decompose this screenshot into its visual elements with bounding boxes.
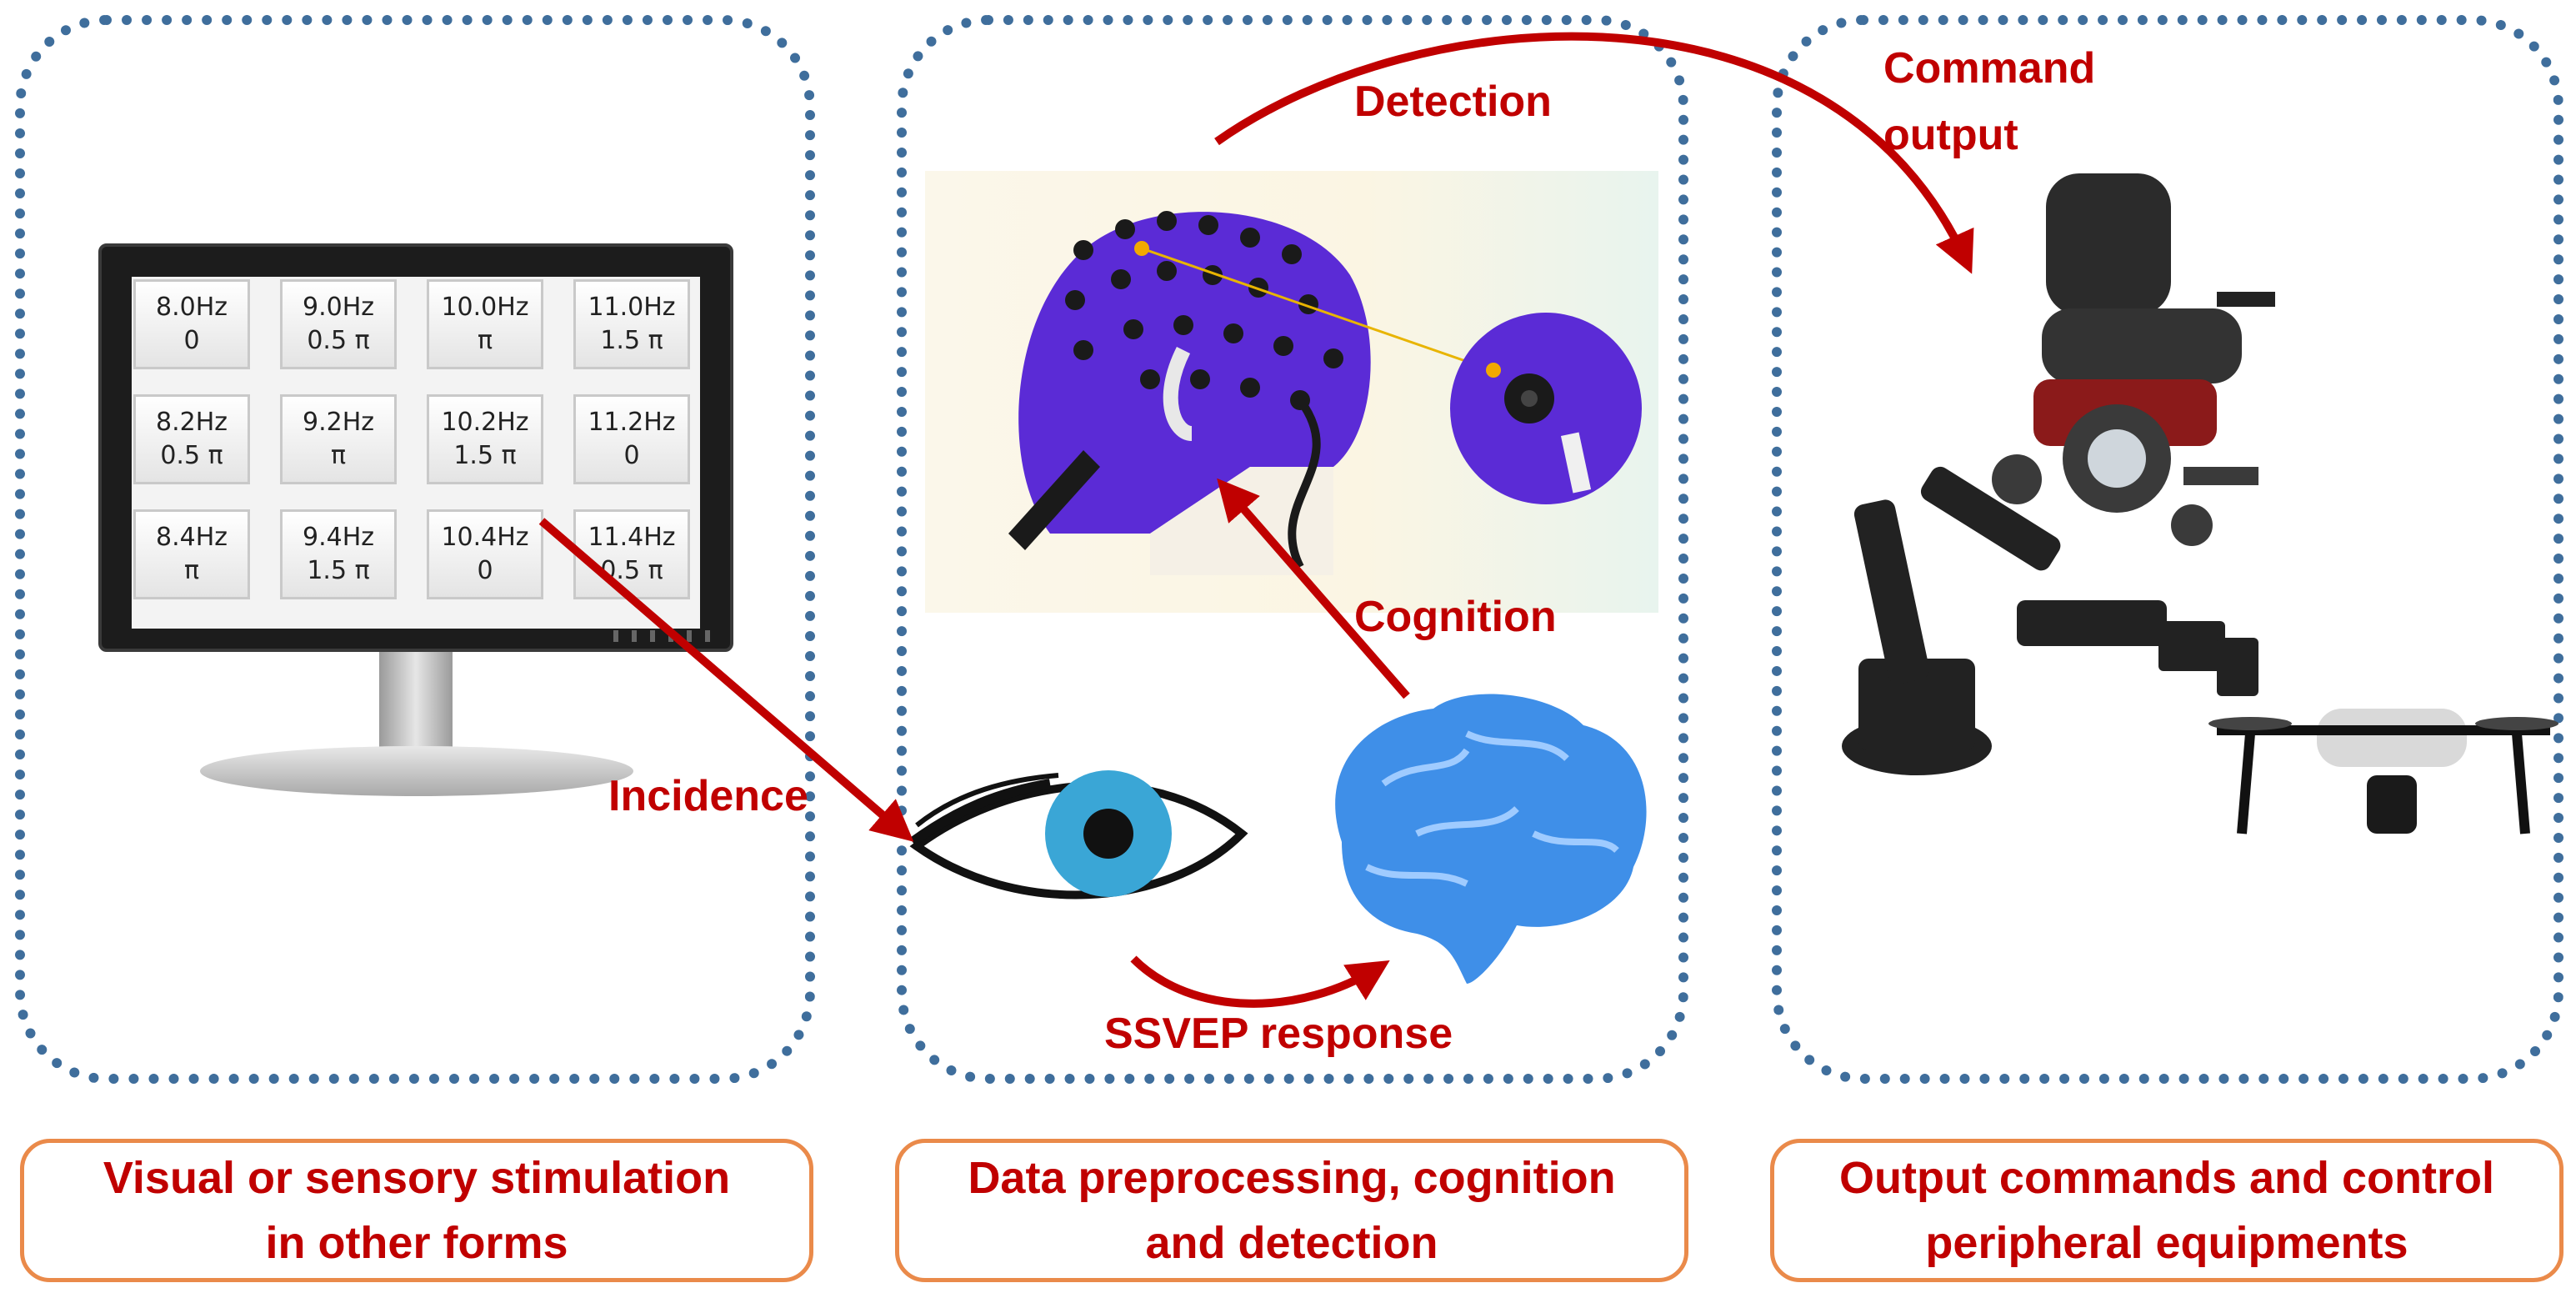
wheelchair-icon (1992, 173, 2275, 546)
stimulus-frequency: 8.4Hz (155, 522, 228, 552)
stimulus-cell: 8.4Hz π (133, 509, 250, 599)
stimulus-phase: 1.5 π (600, 326, 663, 355)
cognition-arrow (1217, 478, 1410, 699)
stimulus-phase: 0 (183, 326, 200, 355)
stimulus-frequency: 10.0Hz (441, 292, 529, 322)
detection-arrow (1214, 32, 1974, 274)
incidence-arrow (538, 518, 914, 842)
stimulus-frequency: 11.2Hz (588, 407, 676, 437)
stimulus-cell: 9.4Hz 1.5 π (280, 509, 397, 599)
stimulus-frequency: 11.4Hz (588, 522, 676, 552)
stimulus-frequency: 10.4Hz (441, 522, 529, 552)
processing-caption-text: Data preprocessing, cognition and detect… (968, 1152, 1616, 1268)
stimulus-cell: 10.0Hz π (427, 279, 543, 369)
drone-icon (2208, 709, 2558, 834)
stimulus-cell: 8.0Hz 0 (133, 279, 250, 369)
stimulus-grid: 8.0Hz 0 9.0Hz 0.5 π 10.0Hz π 11.0Hz 1.5 π 8.2Hz 0… (133, 279, 700, 621)
stimulus-cell: 9.2Hz π (280, 394, 397, 484)
detection-label: Detection (1354, 78, 1552, 126)
stimulus-cell: 10.4Hz 0 (427, 509, 543, 599)
stimulus-frequency: 9.2Hz (302, 407, 374, 437)
stimulation-caption: Visual or sensory stimulation in other f… (20, 1139, 813, 1282)
monitor-controls (613, 630, 713, 642)
stimulus-frequency: 9.4Hz (302, 522, 374, 552)
output-caption-text: Output commands and control peripheral e… (1838, 1152, 2494, 1268)
stimulus-cell: 11.2Hz 0 (573, 394, 690, 484)
monitor-neck (379, 652, 453, 752)
stimulus-phase: 0 (477, 556, 493, 585)
stimulus-frequency: 8.2Hz (155, 407, 228, 437)
stimulus-phase: π (183, 556, 200, 585)
processing-caption: Data preprocessing, cognition and detect… (895, 1139, 1688, 1282)
brain-icon (1335, 694, 1647, 984)
stimulation-caption-text: Visual or sensory stimulation in other f… (103, 1152, 731, 1268)
stimulus-frequency: 11.0Hz (588, 292, 676, 322)
incidence-label: Incidence (608, 772, 808, 820)
ssvep-arrow (1130, 955, 1390, 1008)
monitor-base (200, 746, 633, 796)
stimulation-panel (15, 15, 815, 1084)
ssvep-label: SSVEP response (1104, 1010, 1453, 1058)
output-panel (1772, 15, 2563, 1084)
command-label-line2: output (1883, 111, 2018, 159)
stimulus-cell: 10.2Hz 1.5 π (427, 394, 543, 484)
stimulus-phase: 0 (623, 441, 640, 470)
stimulus-phase: π (477, 326, 493, 355)
cognition-label: Cognition (1354, 593, 1557, 641)
stimulus-phase: π (330, 441, 347, 470)
stimulus-cell: 11.0Hz 1.5 π (573, 279, 690, 369)
eye-icon (909, 760, 1254, 915)
stimulus-cell: 9.0Hz 0.5 π (280, 279, 397, 369)
stimulus-phase: 1.5 π (453, 441, 517, 470)
stimulus-phase: 0.5 π (160, 441, 223, 470)
electrode-zoom-icon (1450, 313, 1642, 504)
command-label-line1: Command (1883, 44, 2096, 93)
eeg-cap-icon (1008, 211, 1371, 575)
stimulus-frequency: 10.2Hz (441, 407, 529, 437)
stimulus-phase: 1.5 π (307, 556, 370, 585)
stimulus-phase: 0.5 π (307, 326, 370, 355)
stimulus-cell: 8.2Hz 0.5 π (133, 394, 250, 484)
robot-arm-icon (1842, 466, 2258, 775)
stimulus-frequency: 9.0Hz (302, 292, 374, 322)
stimulus-frequency: 8.0Hz (155, 292, 228, 322)
output-caption: Output commands and control peripheral e… (1770, 1139, 2563, 1282)
